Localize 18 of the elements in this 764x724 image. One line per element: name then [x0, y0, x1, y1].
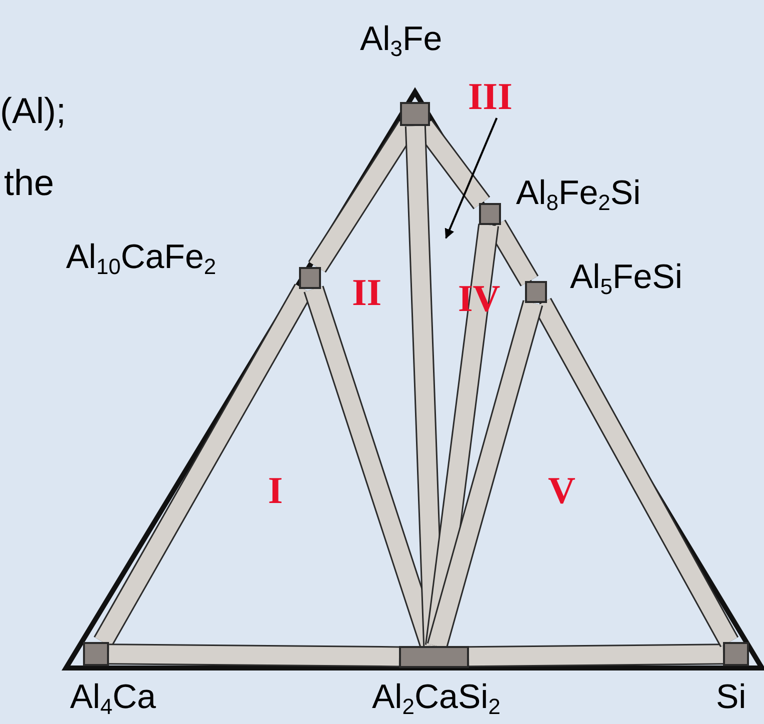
note-text: the	[4, 161, 54, 205]
region-numeral: V	[548, 469, 576, 514]
phase-label: Si	[716, 680, 746, 714]
region-numeral: II	[352, 271, 382, 316]
phase-label: Al$_{8}$Fe$_{2}$Si	[516, 176, 641, 210]
note-text: (Al);	[0, 89, 66, 133]
tie-line	[108, 644, 400, 668]
phase-label: Al$_{2}$CaSi$_{2}$	[372, 680, 500, 714]
phase-label: Al$_{5}$FeSi	[570, 260, 682, 294]
region-numeral: I	[268, 469, 283, 514]
tie-line	[468, 644, 724, 668]
tie-line	[426, 300, 544, 649]
phase-label: Al$_{3}$Fe	[360, 22, 442, 56]
region-numeral: III	[468, 78, 512, 116]
tie-line	[424, 224, 500, 648]
leader-arrow	[444, 118, 498, 239]
phase-label: Al$_{10}$CaFe$_{2}$	[66, 240, 216, 274]
phase-label: Al$_{4}$Ca	[70, 680, 156, 714]
